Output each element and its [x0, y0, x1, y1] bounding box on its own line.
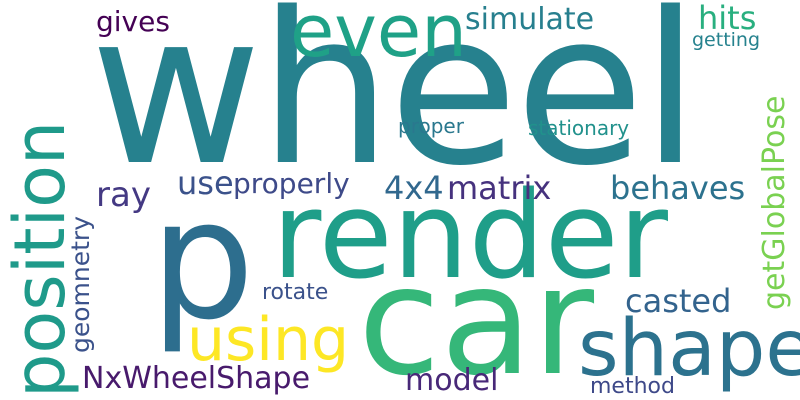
word-properly: properly — [233, 167, 350, 200]
word-use: use — [177, 164, 234, 202]
word-even: even — [290, 0, 467, 73]
word-method: method — [590, 374, 675, 399]
word-geomnetry: geomnetry — [66, 216, 95, 353]
word-model: model — [405, 363, 499, 398]
word-casted: casted — [625, 282, 732, 320]
word-position: position — [0, 120, 81, 398]
word-proper: proper — [398, 114, 464, 138]
word-NxWheelShape: NxWheelShape — [82, 361, 311, 396]
word-behaves: behaves — [610, 169, 746, 207]
word-getGlobalPose: getGlobalPose — [757, 95, 792, 310]
word-getting: getting — [692, 29, 761, 51]
word-wheel: wheel — [90, 0, 700, 212]
word-ray: ray — [96, 175, 151, 215]
word-shape: shape — [578, 304, 800, 394]
word-car: car — [358, 235, 595, 400]
word-p: p — [150, 164, 255, 356]
word-gives: gives — [96, 5, 170, 38]
word-matrix: matrix — [447, 169, 552, 207]
word-simulate: simulate — [465, 2, 595, 37]
word-render: render — [272, 167, 668, 306]
word-stationary: stationary — [528, 116, 630, 140]
word-using: using — [187, 305, 350, 375]
word-hits: hits — [698, 0, 757, 37]
word-4x4: 4x4 — [384, 169, 444, 207]
word-rotate: rotate — [262, 280, 329, 305]
